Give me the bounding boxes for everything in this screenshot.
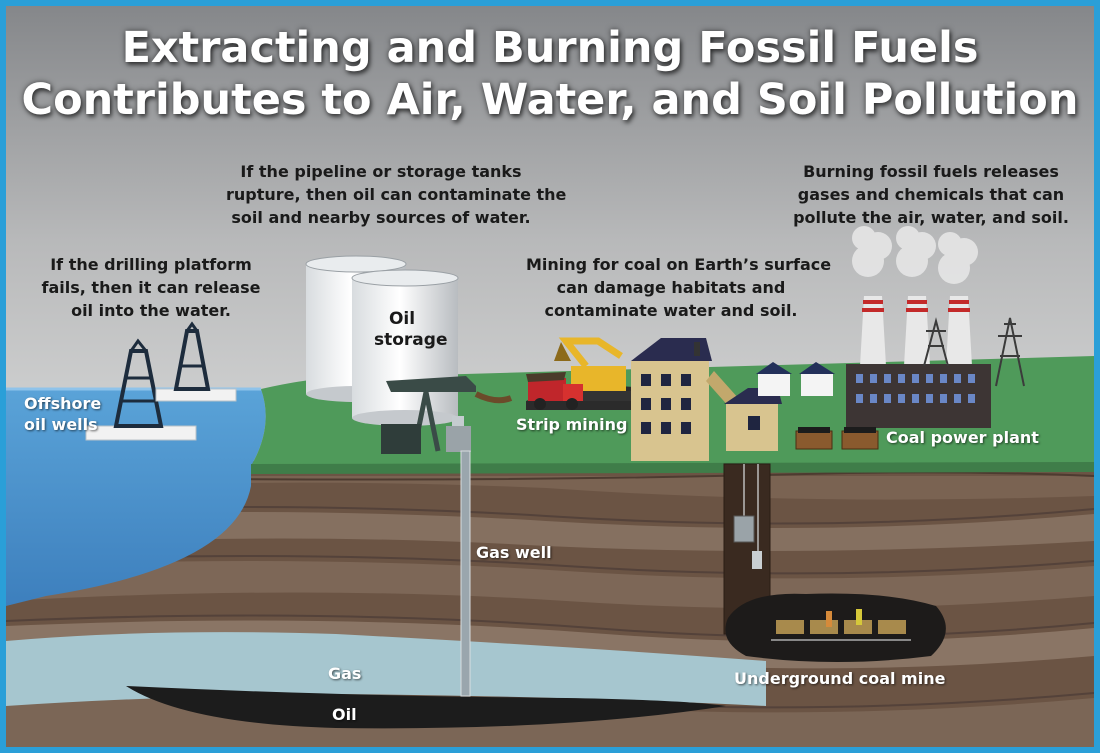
sea	[6, 389, 266, 606]
storage-tank-icon	[305, 255, 459, 426]
pumpjack-icon	[381, 376, 476, 454]
mine-elevator-icon	[733, 464, 762, 569]
gas-reservoir	[6, 632, 766, 706]
smokestack-icon	[852, 226, 978, 366]
label-gas-well: Gas well	[476, 543, 552, 562]
scene-illustration	[6, 6, 1094, 747]
title-line-1: Extracting and Burning Fossil Fuels	[121, 23, 979, 73]
note-pipeline: If the pipeline or storage tanks rupture…	[226, 162, 567, 227]
house-icon	[756, 362, 835, 396]
mine-building-icon	[631, 338, 782, 461]
label-gas: Gas	[328, 664, 362, 683]
gas-well-pipe	[460, 450, 471, 697]
mine-cart-icon	[771, 609, 911, 641]
label-underground-coal-mine: Underground coal mine	[734, 669, 946, 688]
grass-edge	[251, 462, 1094, 474]
note-burning: Burning fossil fuels releases gases and …	[793, 162, 1069, 227]
note-drilling: If the drilling platform fails, then it …	[41, 255, 261, 320]
label-coal-power-plant: Coal power plant	[886, 428, 1039, 447]
coal-bin-icon	[795, 427, 879, 450]
note-mining: Mining for coal on Earth’s surface can d…	[526, 255, 832, 320]
label-offshore-oil-wells: Offshore oil wells	[24, 394, 102, 434]
label-oil-storage: Oil storage	[374, 309, 448, 350]
oil-rig-icon	[85, 321, 237, 441]
label-strip-mining: Strip mining	[516, 415, 628, 434]
power-pylon-icon	[923, 317, 1025, 387]
dump-truck-icon	[526, 372, 583, 410]
diagram-frame: Extracting and Burning Fossil Fuels Cont…	[6, 6, 1094, 747]
title-line-2: Contributes to Air, Water, and Soil Poll…	[21, 75, 1079, 125]
power-plant-building	[846, 364, 991, 428]
oil-reservoir	[126, 686, 726, 729]
pipeline	[474, 391, 513, 404]
label-oil: Oil	[332, 705, 357, 724]
